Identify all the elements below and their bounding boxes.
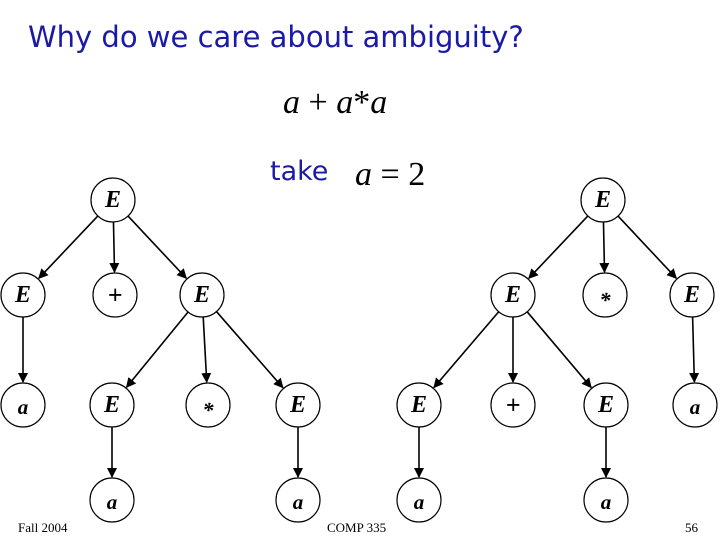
slide-title: Why do we care about ambiguity?: [28, 20, 524, 54]
tree-1-node-label: E: [597, 392, 614, 418]
tree-0-node-l5: E: [89, 382, 135, 428]
take-var: a: [355, 156, 372, 193]
expr-plus: +: [308, 84, 328, 121]
tree-0-node-label: *: [203, 398, 215, 423]
tree-1-node-r3: E: [669, 272, 715, 318]
tree-1-node-label: a: [601, 490, 612, 514]
tree-1-node-r9: a: [583, 477, 629, 523]
tree-0-edge-l3-l7: [215, 311, 284, 389]
tree-0-edge-l0-l3: [127, 215, 187, 279]
tree-1-node-r1: E: [490, 272, 536, 318]
tree-1-node-r6: E: [583, 382, 629, 428]
expression: a + a*a: [283, 84, 387, 122]
tree-0-node-l2: +: [92, 272, 138, 318]
tree-1-node-r8: a: [396, 477, 442, 523]
footer-date: Fall 2004: [18, 520, 68, 535]
footer-page-number: 56: [685, 520, 698, 535]
tree-1-node-label: a: [414, 490, 425, 514]
tree-1-edge-r0-r2: [599, 221, 610, 274]
tree-1-edge-r0-r3: [617, 215, 677, 279]
expr-star: *: [353, 84, 371, 121]
tree-0-node-label: a: [18, 395, 29, 419]
tree-0-node-label: a: [293, 490, 304, 514]
tree-0-node-label: E: [14, 282, 31, 308]
tree-0-node-label: +: [108, 281, 123, 310]
tree-0-node-l8: a: [89, 477, 135, 523]
footer-course: COMP 335: [327, 520, 387, 535]
take-eq-sign: =: [380, 156, 400, 193]
tree-0-node-label: E: [289, 392, 306, 418]
tree-0-node-l0: E: [90, 177, 136, 223]
tree-1-node-label: +: [506, 391, 521, 420]
take-label: take: [270, 156, 329, 187]
tree-1-node-label: a: [690, 395, 701, 419]
tree-1-node-label: E: [683, 282, 700, 308]
tree-1-node-r2: *: [582, 272, 628, 318]
tree-1-edge-r3-r7: [689, 316, 700, 384]
tree-0-node-label: a: [107, 490, 118, 514]
tree-1-node-label: *: [600, 288, 612, 313]
expr-var-3: a: [370, 84, 388, 121]
tree-1-node-r5: +: [490, 382, 536, 428]
tree-0-node-label: E: [104, 187, 121, 213]
tree-1-node-r4: E: [396, 382, 442, 428]
tree-0-node-l1: E: [0, 272, 46, 318]
tree-1-node-label: E: [594, 187, 611, 213]
tree-0-node-l3: E: [179, 272, 225, 318]
tree-0-node-l7: E: [275, 382, 321, 428]
tree-1-node-r0: E: [580, 177, 626, 223]
expr-var-2: a: [336, 84, 354, 121]
tree-1-edge-r1-r6: [526, 311, 592, 389]
tree-0-edge-l3-l6: [201, 316, 212, 384]
tree-1-node-label: E: [410, 392, 427, 418]
take-equation: a = 2: [355, 156, 425, 194]
tree-0-edge-l3-l5: [125, 311, 189, 388]
tree-0-node-label: E: [193, 282, 210, 308]
tree-1-edge-r1-r4: [433, 311, 500, 389]
expr-var-1: a: [283, 84, 300, 121]
take-value: 2: [408, 156, 426, 193]
tree-0-node-l9: a: [275, 477, 321, 523]
tree-0-node-l6: *: [185, 382, 231, 428]
tree-1-edge-r0-r1: [528, 215, 589, 280]
tree-0-edge-l0-l2: [109, 221, 120, 274]
tree-1-node-r7: a: [672, 382, 718, 428]
tree-0-edge-l0-l1: [38, 215, 99, 280]
tree-0-node-l4: a: [0, 382, 46, 428]
tree-1-node-label: E: [504, 282, 521, 308]
tree-0-node-label: E: [103, 392, 120, 418]
